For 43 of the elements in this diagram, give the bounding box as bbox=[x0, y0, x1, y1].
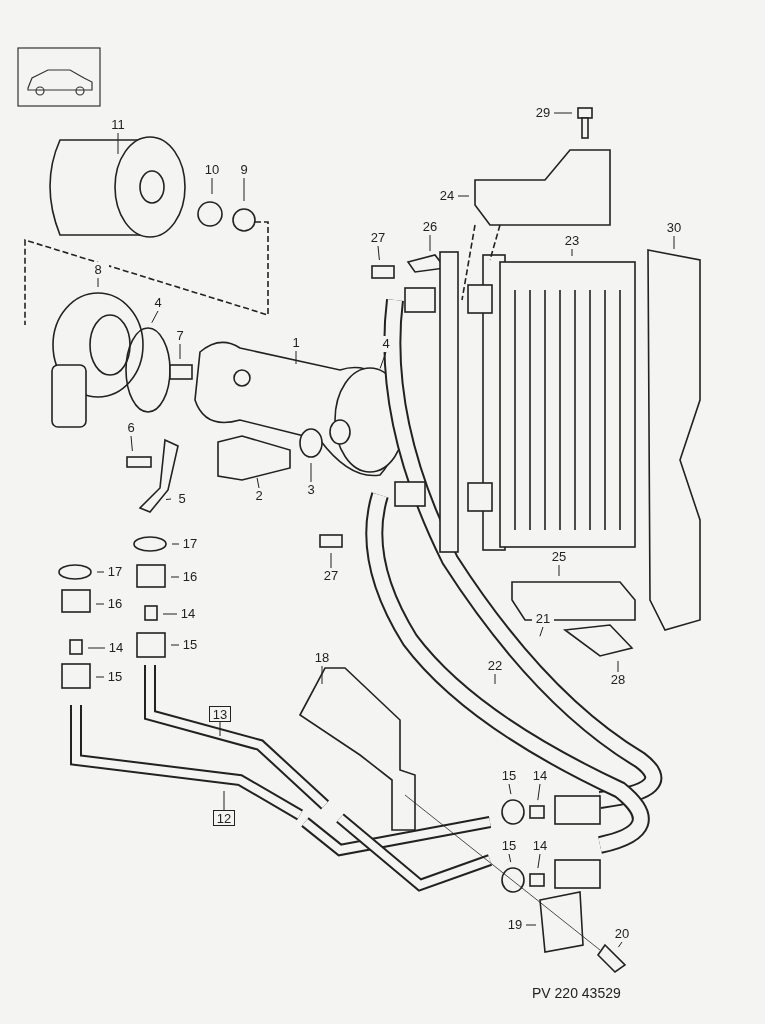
leader-line bbox=[617, 660, 619, 673]
leader-line bbox=[508, 783, 512, 795]
leader-line bbox=[457, 195, 470, 197]
leader-line bbox=[130, 435, 133, 452]
leader-line bbox=[673, 235, 675, 250]
leader-line bbox=[321, 665, 323, 685]
leader-line bbox=[95, 676, 105, 678]
leader-line bbox=[211, 177, 213, 195]
leader-line bbox=[162, 613, 178, 615]
leader-line bbox=[170, 576, 180, 578]
part-number: PV 220 43529 bbox=[532, 985, 621, 1001]
leader-line bbox=[537, 853, 541, 869]
leader-line bbox=[223, 790, 225, 811]
leader-line bbox=[256, 477, 260, 489]
leader-line bbox=[117, 132, 119, 155]
leader-line bbox=[179, 343, 181, 360]
leader-line bbox=[494, 673, 496, 685]
leader-line bbox=[165, 498, 172, 500]
leader-line bbox=[171, 543, 180, 545]
callout-number: 12 bbox=[213, 810, 235, 826]
leader-line bbox=[310, 462, 312, 483]
leader-line bbox=[97, 277, 99, 288]
leader-line bbox=[87, 647, 106, 649]
leader-line bbox=[537, 783, 541, 801]
leader-line bbox=[243, 177, 245, 202]
leader-line bbox=[295, 350, 297, 365]
leader-line bbox=[330, 552, 332, 569]
callout-number: 13 bbox=[209, 706, 231, 722]
leader-line bbox=[525, 924, 537, 926]
leader-line bbox=[539, 626, 544, 637]
leader-line bbox=[170, 644, 180, 646]
leader-line bbox=[379, 351, 387, 369]
leader-line bbox=[429, 234, 431, 252]
leader-line bbox=[95, 603, 105, 605]
leader-line bbox=[96, 571, 105, 573]
leader-line bbox=[558, 564, 560, 577]
leader-line bbox=[571, 248, 573, 257]
leader-line bbox=[617, 941, 623, 948]
leader-line bbox=[377, 245, 380, 261]
leader-line bbox=[553, 112, 573, 114]
leader-line bbox=[508, 853, 512, 863]
leader-line bbox=[219, 721, 221, 737]
leader-line bbox=[151, 310, 159, 324]
